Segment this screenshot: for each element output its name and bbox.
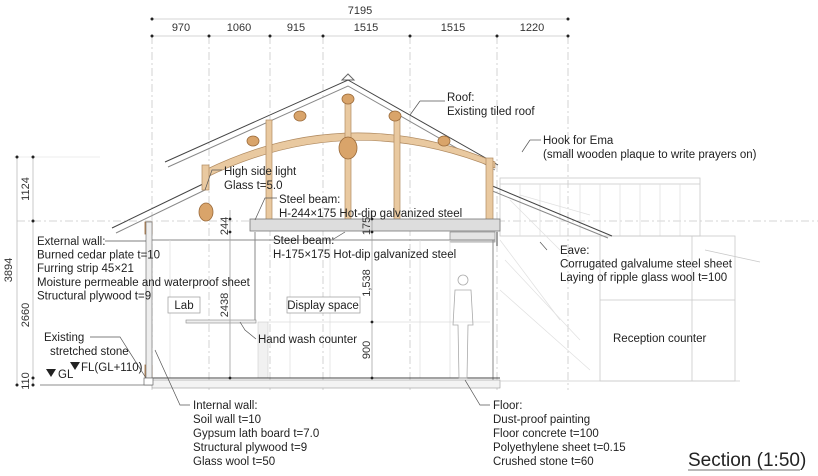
- timber-frame: [144, 93, 496, 378]
- note-steel-beam-2: Steel beam:H-175×175 Hot-dip galvanized …: [273, 235, 456, 261]
- dim-span: 1515: [354, 22, 378, 34]
- dim-span: 1515: [441, 22, 465, 34]
- note-steel-beam-1: Steel beam:H-244×175 Hot-dip galvanized …: [279, 194, 462, 220]
- top-dimensions: 7195 970 1060 915 1515 1515 1220: [150, 5, 570, 38]
- fl-marker-icon: [70, 362, 80, 370]
- dim-overall-height: 3894: [3, 258, 15, 282]
- room-lab: Lab: [174, 300, 193, 312]
- fl-label: FL(GL+110): [81, 362, 143, 374]
- annotations: Roof:Existing tiled roof Hook for Ema(sm…: [37, 92, 757, 468]
- dim-height-2438: 2438: [219, 293, 231, 317]
- leader-lines: [90, 100, 548, 406]
- gl-label: GL: [58, 369, 74, 381]
- dim-span: 1060: [227, 22, 251, 34]
- drawing-title: Section (1:50): [688, 450, 806, 471]
- note-hand-wash-counter: Hand wash counter: [258, 334, 357, 346]
- dim-span: 915: [287, 22, 305, 34]
- note-reception-counter: Reception counter: [613, 333, 707, 345]
- level-markers: GL FL(GL+110): [46, 362, 143, 381]
- room-display-space: Display space: [287, 300, 359, 312]
- human-figure-icon: [452, 274, 474, 379]
- dim-span: 1220: [520, 22, 544, 34]
- room-labels: Lab Display space: [167, 296, 361, 314]
- left-dimensions: 3894 1124 2660 110: [3, 155, 100, 390]
- dim-counter-900: 900: [361, 341, 373, 359]
- dim-height: 1124: [20, 177, 32, 201]
- gl-marker-icon: [46, 369, 56, 377]
- dim-beam-244: 244: [219, 217, 231, 235]
- dim-beam-175: 175: [361, 217, 373, 235]
- inner-dimensions: 244 175 1,538 2438 900: [219, 210, 374, 380]
- walls-and-floor: [40, 221, 740, 389]
- dim-height-1538: 1,538: [361, 269, 373, 297]
- dim-height: 110: [20, 372, 32, 390]
- dim-height: 2660: [20, 303, 32, 327]
- dim-span: 970: [172, 22, 190, 34]
- dim-overall-width: 7195: [348, 5, 372, 17]
- note-roof: Roof:Existing tiled roof: [447, 92, 535, 118]
- note-hook: Hook for Ema(small wooden plaque to writ…: [543, 135, 757, 161]
- grid-lines: [17, 36, 818, 390]
- existing-building: [499, 177, 761, 382]
- steel-beams: [249, 218, 501, 246]
